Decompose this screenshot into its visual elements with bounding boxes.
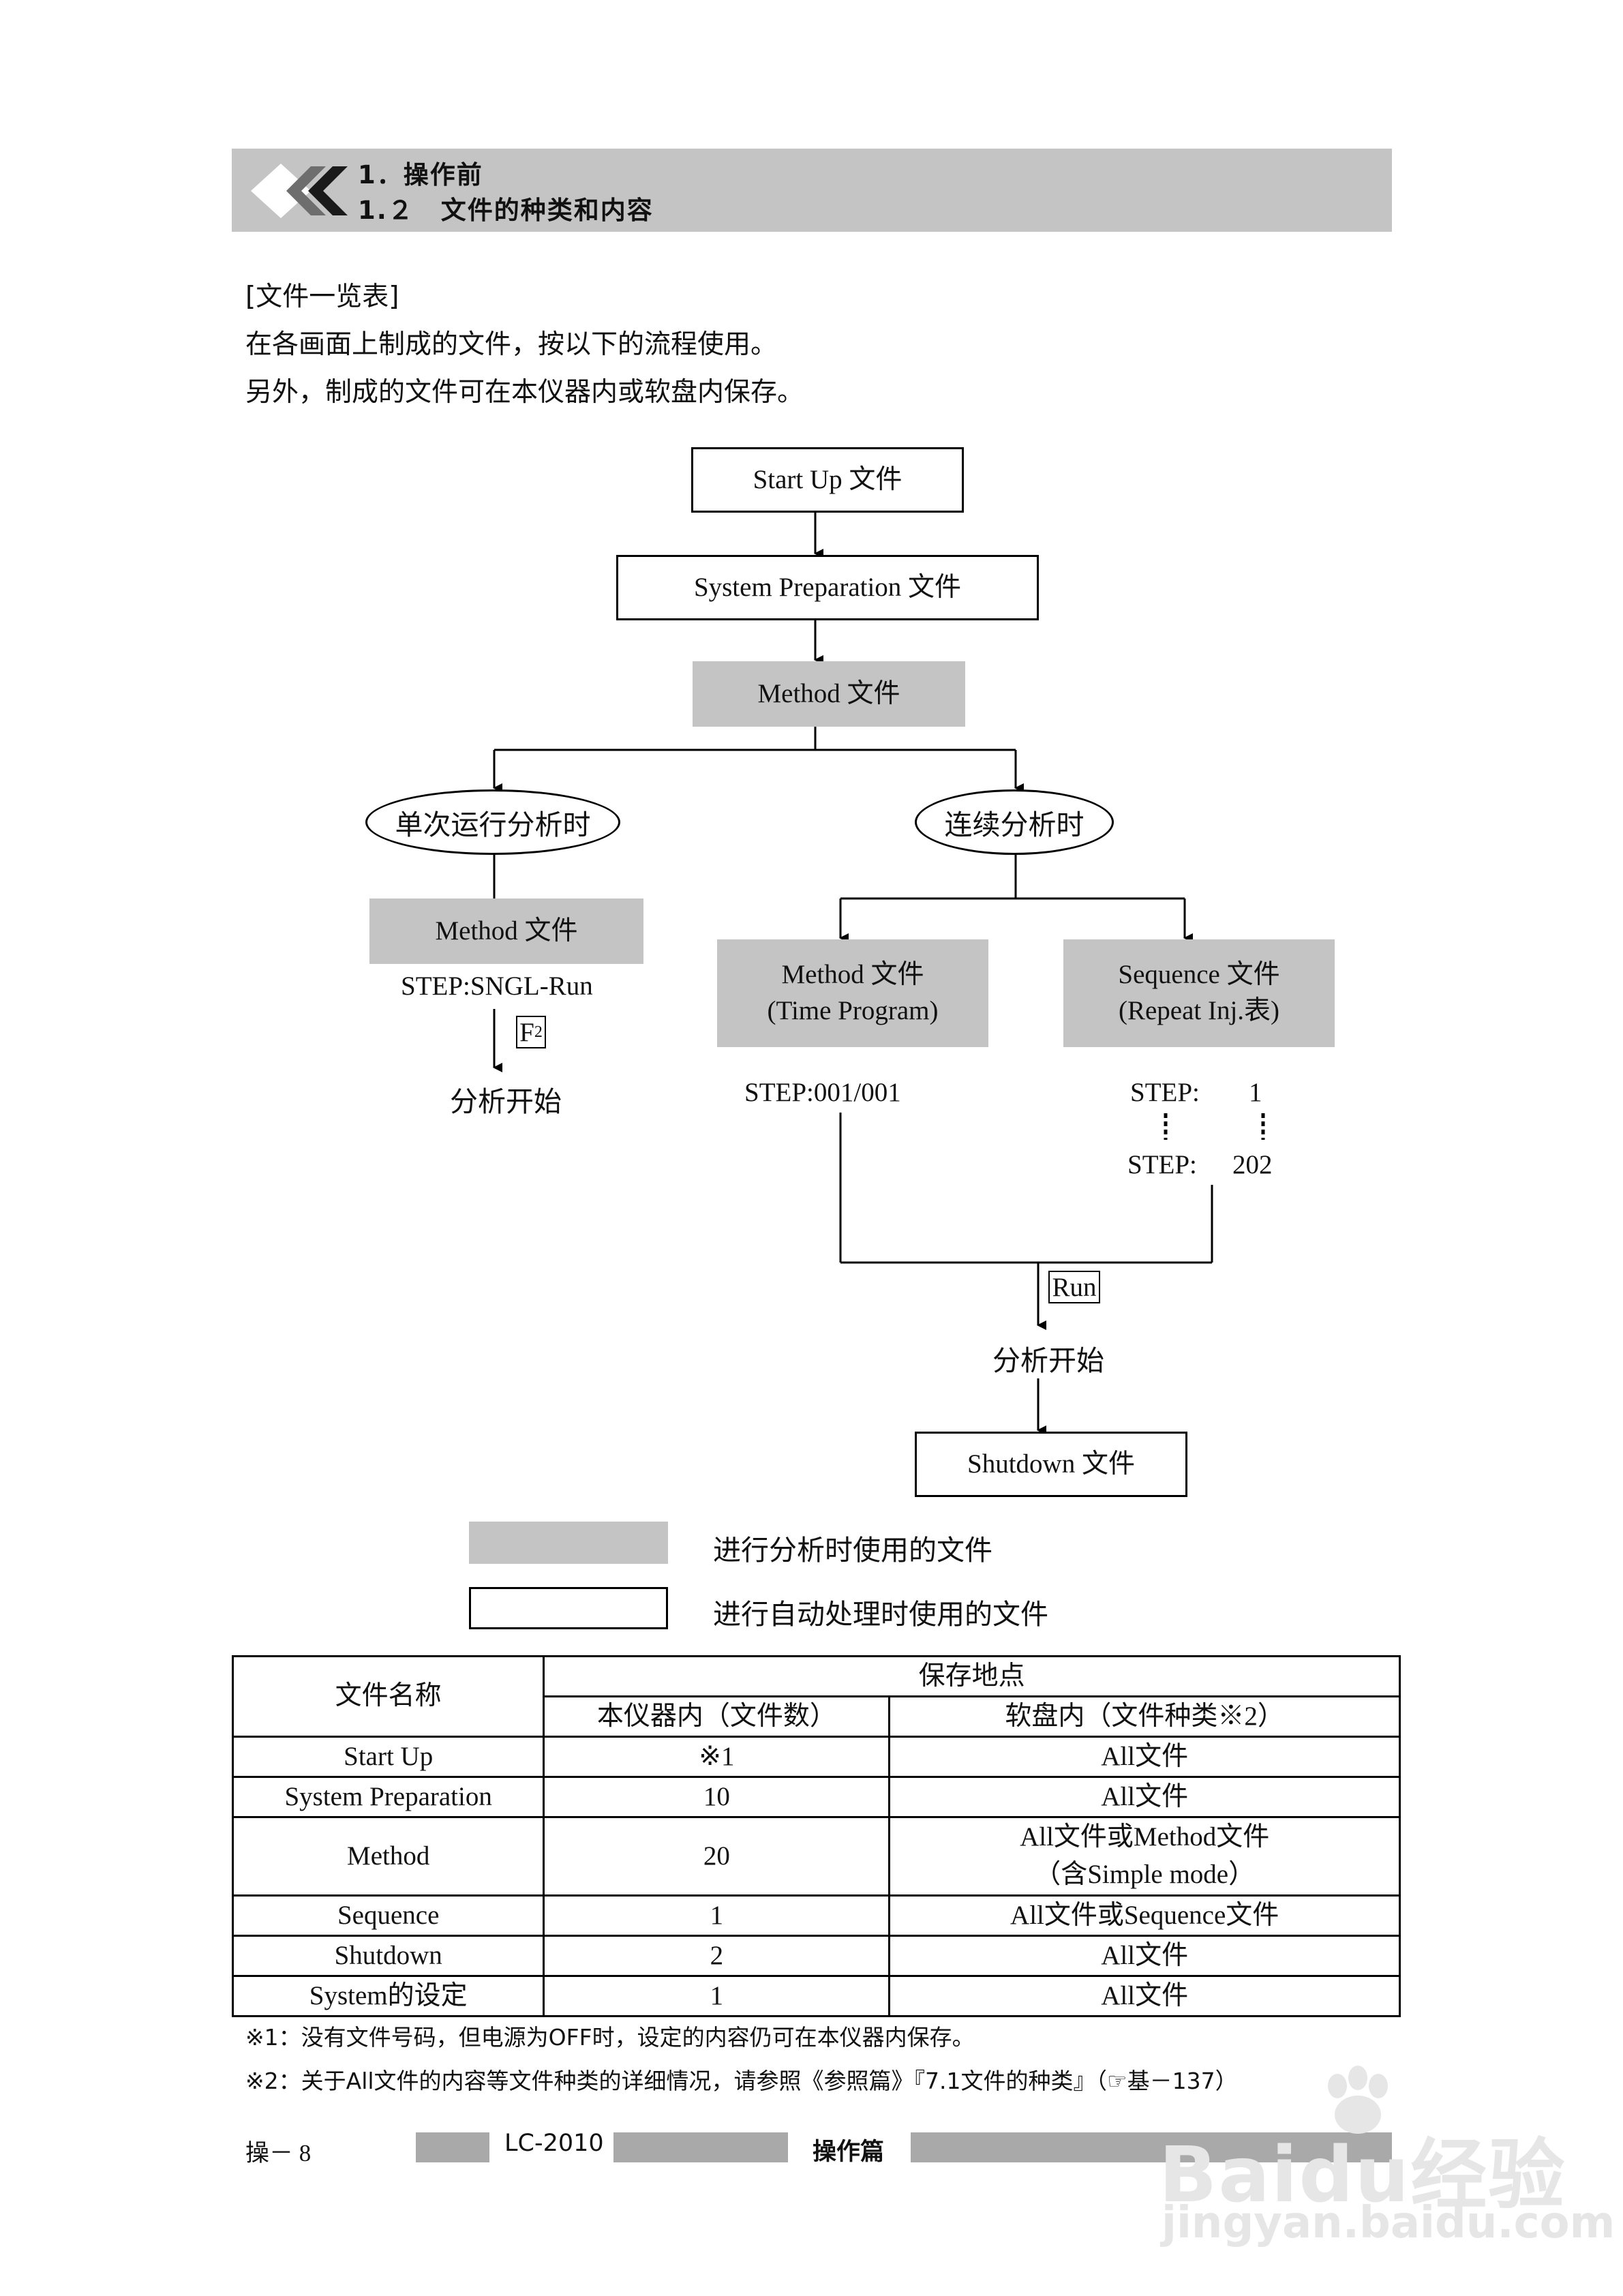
cell-name: Sequence: [231, 1894, 545, 1937]
f2-key-label: F: [519, 1017, 534, 1047]
run-key: Run: [1048, 1271, 1100, 1303]
f2-key-number: 2: [534, 1023, 543, 1041]
chapter-title: 1．操作前: [358, 160, 483, 190]
paw-logo-icon: [1328, 2066, 1388, 2134]
cell-floppy-line-2: （含Simple mode）: [1034, 1860, 1256, 1889]
footer-bar-1: [416, 2132, 489, 2162]
legend-white-label: 进行自动处理时使用的文件: [713, 1599, 1048, 1630]
step-sequence-end-value: 202: [1232, 1150, 1273, 1179]
system-preparation-file-box: System Preparation 文件: [616, 555, 1039, 620]
cell-floppy: All文件: [888, 1975, 1401, 2017]
startup-file-box: Start Up 文件: [691, 447, 964, 513]
table-row: Shutdown 2 All文件: [231, 1935, 1401, 1977]
watermark-brand: Baidu经验: [1159, 2131, 1566, 2220]
sequence-file-subtitle: (Repeat Inj.表): [1118, 996, 1280, 1025]
table-row: System Preparation 10 All文件: [231, 1776, 1401, 1818]
section-title: 1.２ 文件的种类和内容: [358, 196, 654, 225]
step-single-run: STEP:SNGL-Run: [401, 971, 593, 1001]
file-storage-table: 文件名称 保存地点 本仪器内（文件数） 软盘内（文件种类※2） Start Up…: [231, 1655, 1401, 2017]
method-time-program-subtitle: (Time Program): [767, 996, 939, 1025]
intro-line-1: 在各画面上制成的文件，按以下的流程使用。: [245, 329, 778, 360]
intro-line-2: 另外，制成的文件可在本仪器内或软盘内保存。: [245, 377, 804, 408]
step-sequence-start-value: 1: [1249, 1078, 1262, 1107]
single-run-branch-oval: 单次运行分析时: [365, 789, 620, 855]
table-row: Start Up ※1 All文件: [231, 1736, 1401, 1778]
cell-internal: 2: [543, 1935, 891, 1977]
analysis-start-continuous: 分析开始: [992, 1345, 1104, 1376]
footer-bar-2: [613, 2132, 788, 2162]
step-sequence-start-label: STEP:: [1130, 1078, 1200, 1107]
sequence-file-title: Sequence 文件: [1118, 960, 1280, 990]
analysis-start-single: 分析开始: [450, 1086, 562, 1117]
continuous-branch-oval: 连续分析时: [915, 789, 1114, 855]
cell-floppy-line-1: All文件或Method文件: [1020, 1822, 1270, 1852]
method-file-single-box: Method 文件: [369, 898, 643, 964]
cell-name: System的设定: [231, 1975, 545, 2017]
cell-floppy: All文件: [888, 1935, 1401, 1977]
note-2: ※2：关于All文件的内容等文件种类的详细情况，请参照《参照篇》『7.1文件的种…: [245, 2068, 1238, 2094]
shutdown-file-box: Shutdown 文件: [915, 1432, 1187, 1497]
cell-name: System Preparation: [231, 1776, 545, 1818]
cell-internal: 1: [543, 1975, 891, 2017]
cell-floppy-multiline: All文件或Method文件 （含Simple mode）: [888, 1816, 1401, 1897]
sequence-file-box: Sequence 文件 (Repeat Inj.表): [1063, 939, 1335, 1047]
cell-floppy: All文件: [888, 1776, 1401, 1818]
cell-name: Shutdown: [231, 1935, 545, 1977]
method-file-box: Method 文件: [693, 661, 965, 727]
header-storage-location: 保存地点: [543, 1655, 1401, 1697]
step-method-continuous: STEP:001/001: [744, 1078, 901, 1107]
watermark-url: jingyan.baidu.com: [1162, 2198, 1616, 2248]
legend-gray-swatch: [469, 1522, 668, 1564]
page-number: 操－ 8: [245, 2140, 312, 2166]
section-header-band: [232, 149, 1392, 232]
cell-floppy: All文件: [888, 1736, 1401, 1778]
cell-floppy: All文件或Sequence文件: [888, 1894, 1401, 1937]
table-row: Method 20 All文件或Method文件 （含Simple mode）: [231, 1816, 1401, 1897]
header-file-name: 文件名称: [231, 1655, 545, 1738]
note-1: ※1：没有文件号码，但电源为OFF时，设定的内容仍可在本仪器内保存。: [245, 2024, 975, 2051]
method-time-program-title: Method 文件: [781, 960, 924, 990]
legend-white-swatch: [469, 1587, 668, 1629]
method-time-program-box: Method 文件 (Time Program): [717, 939, 988, 1047]
cell-internal: 10: [543, 1776, 891, 1818]
cell-internal: 20: [543, 1816, 891, 1897]
step-sequence-end-label: STEP:: [1127, 1150, 1197, 1179]
table-row: System的设定 1 All文件: [231, 1975, 1401, 2017]
file-list-heading: [文件一览表]: [245, 282, 399, 312]
cell-name: Method: [231, 1816, 545, 1897]
footer-bar-3: [911, 2132, 1392, 2162]
footer-model: LC-2010: [504, 2130, 604, 2157]
header-floppy: 软盘内（文件种类※2）: [888, 1695, 1401, 1738]
footer-volume: 操作篇: [813, 2139, 885, 2166]
cell-internal: ※1: [543, 1736, 891, 1778]
diamond-arrows-icon: [251, 164, 348, 218]
table-row: Sequence 1 All文件或Sequence文件: [231, 1894, 1401, 1937]
header-internal: 本仪器内（文件数）: [543, 1695, 891, 1738]
cell-name: Start Up: [231, 1736, 545, 1778]
cell-internal: 1: [543, 1894, 891, 1937]
legend-gray-label: 进行分析时使用的文件: [713, 1535, 992, 1566]
